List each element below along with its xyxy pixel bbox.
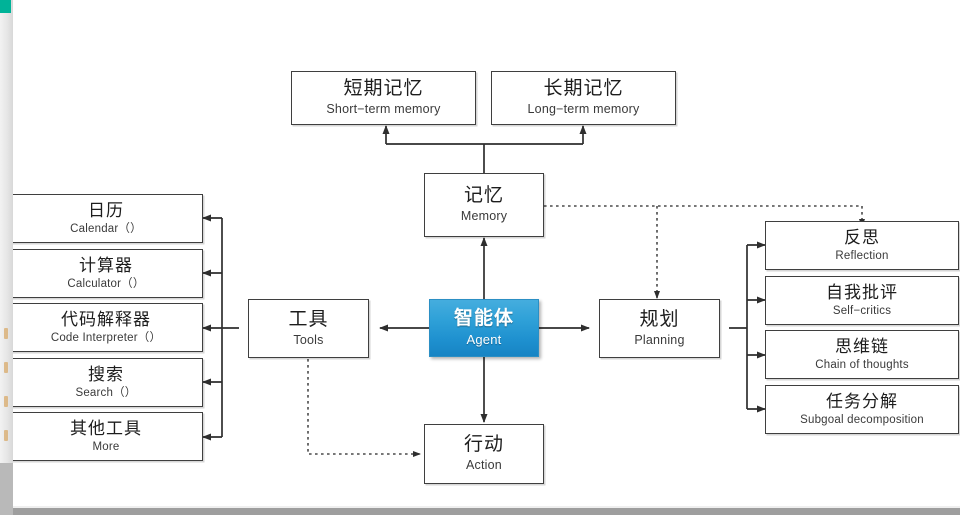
node-title-en: Chain of thoughts — [815, 358, 909, 371]
node-title-cn: 行动 — [463, 434, 504, 456]
node-title-cn: 短期记忆 — [343, 78, 424, 100]
node-title-en: More — [92, 440, 120, 453]
node-title-cn: 反思 — [844, 227, 880, 247]
node-plan-chain-of-thoughts[interactable]: 思维链 Chain of thoughts — [765, 330, 959, 379]
node-title-cn: 代码解释器 — [61, 309, 151, 329]
node-title-en: Memory — [460, 209, 508, 223]
node-short-term-memory[interactable]: 短期记忆 Short−term memory — [291, 71, 476, 125]
node-title-cn: 智能体 — [453, 308, 514, 330]
node-agent[interactable]: 智能体 Agent — [429, 299, 539, 357]
node-plan-reflection[interactable]: 反思 Reflection — [765, 221, 959, 270]
edge-tick-mark — [4, 430, 8, 441]
node-title-en: Calendar（） — [70, 222, 142, 235]
node-title-en: Reflection — [835, 249, 889, 262]
node-title-cn: 自我批评 — [826, 282, 898, 302]
node-tool-more[interactable]: 其他工具 More — [9, 412, 203, 461]
node-plan-self-critics[interactable]: 自我批评 Self−critics — [765, 276, 959, 325]
node-title-en: Search（） — [75, 386, 137, 399]
node-title-cn: 规划 — [639, 308, 680, 330]
node-planning[interactable]: 规划 Planning — [599, 299, 720, 358]
node-tool-code-interpreter[interactable]: 代码解释器 Code Interpreter（） — [9, 303, 203, 352]
node-long-term-memory[interactable]: 长期记忆 Long−term memory — [491, 71, 676, 125]
node-title-en: Action — [466, 458, 502, 472]
node-title-en: Planning — [634, 332, 685, 347]
node-title-cn: 日历 — [88, 200, 124, 220]
node-tool-calculator[interactable]: 计算器 Calculator（） — [9, 249, 203, 298]
node-plan-subgoal-decomposition[interactable]: 任务分解 Subgoal decomposition — [765, 385, 959, 434]
node-title-cn: 工具 — [288, 308, 329, 330]
node-memory[interactable]: 记忆 Memory — [424, 173, 544, 237]
node-title-en: Subgoal decomposition — [800, 413, 924, 426]
node-title-cn: 长期记忆 — [543, 78, 624, 100]
node-title-cn: 计算器 — [79, 255, 133, 275]
edge-tick-mark — [4, 328, 8, 339]
left-edge-strip — [0, 0, 13, 515]
node-title-cn: 记忆 — [463, 185, 504, 207]
node-title-cn: 思维链 — [835, 336, 889, 356]
node-tool-search[interactable]: 搜索 Search（） — [9, 358, 203, 407]
node-title-en: Code Interpreter（） — [50, 331, 162, 344]
edge-tools-action-dotted — [307, 359, 421, 457]
node-tools[interactable]: 工具 Tools — [248, 299, 369, 358]
edge-memory-bus — [386, 143, 583, 173]
node-title-en: Agent — [466, 331, 502, 347]
node-title-en: Long−term memory — [527, 102, 640, 116]
node-title-cn: 搜索 — [88, 364, 124, 384]
edge-memory-reflection-dotted — [544, 205, 865, 227]
vertical-scrollbar-thumb[interactable] — [0, 463, 13, 515]
horizontal-scrollbar-thumb[interactable] — [13, 508, 960, 515]
node-title-en: Calculator（） — [67, 277, 145, 290]
node-title-cn: 其他工具 — [70, 418, 142, 438]
node-action[interactable]: 行动 Action — [424, 424, 544, 484]
edge-tick-mark — [4, 396, 8, 407]
node-title-en: Self−critics — [832, 304, 892, 317]
node-tool-calendar[interactable]: 日历 Calendar（） — [9, 194, 203, 243]
node-title-cn: 任务分解 — [826, 391, 898, 411]
node-title-en: Tools — [293, 332, 324, 347]
edge-tick-mark — [4, 362, 8, 373]
teal-marker-block — [0, 0, 11, 13]
node-title-en: Short−term memory — [326, 102, 441, 116]
